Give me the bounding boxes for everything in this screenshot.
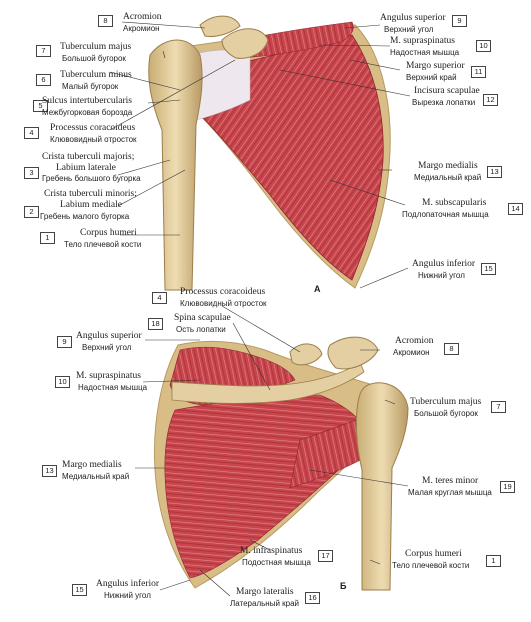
label-russian: Верхний угол — [82, 343, 132, 352]
label-num: 8 — [444, 343, 459, 355]
label-num: 5 — [33, 100, 48, 112]
label-russian: Верхний край — [406, 73, 457, 82]
label-latin: Tuberculum minus — [60, 70, 132, 80]
label-num: 15 — [72, 584, 87, 596]
label-latin: Sulcus intertubercularis — [42, 96, 132, 106]
label-num: 7 — [491, 401, 506, 413]
label-russian: Нижний угол — [418, 271, 465, 280]
label-russian: Верхний угол — [384, 25, 434, 34]
label-russian: Ость лопатки — [176, 325, 226, 334]
label-num: 14 — [508, 203, 523, 215]
label-num: 12 — [483, 94, 498, 106]
label-num: 13 — [487, 166, 502, 178]
label-latin: Incisura scapulae — [414, 86, 480, 96]
label-latin: Angulus inferior — [412, 259, 476, 269]
label-num: 19 — [500, 481, 515, 493]
label-num: 2 — [24, 206, 39, 218]
label-num: 15 — [481, 263, 496, 275]
label-num: 1 — [486, 555, 501, 567]
label-russian: Тело плечевой кости — [64, 240, 142, 249]
label-russian: Акромион — [123, 24, 160, 33]
label-latin: M. infraspinatus — [240, 546, 303, 556]
label-num: 1 — [40, 232, 55, 244]
label-latin: Processus coracoideus — [50, 123, 136, 133]
label-russian: Клювовидный отросток — [50, 135, 137, 144]
label-russian: Латеральный край — [230, 599, 300, 608]
label-num: 4 — [24, 127, 39, 139]
panel-b-letter: Б — [340, 581, 347, 591]
panel-b-figure — [154, 336, 409, 591]
label-num: 7 — [36, 45, 51, 57]
label-russian: Медиальный край — [62, 472, 130, 481]
label-num: 10 — [476, 40, 491, 52]
label-num: 11 — [471, 66, 486, 78]
label-num: 17 — [318, 550, 333, 562]
label-num: 8 — [98, 15, 113, 27]
label-latin: Tuberculum majus — [60, 42, 132, 52]
label-num: 6 — [36, 74, 51, 86]
label-latin: Margo superior — [406, 61, 465, 71]
label-latin: M. subscapularis — [422, 198, 487, 208]
tendon-a — [189, 49, 251, 121]
label-latin: Labium mediale — [60, 200, 122, 210]
label-latin: Margo medialis — [418, 161, 478, 171]
label-latin: Spina scapulae — [174, 313, 231, 323]
label-russian: Надостная мышца — [390, 48, 460, 57]
label-num: 18 — [148, 318, 163, 330]
label-russian: Акромион — [393, 348, 430, 357]
label-latin: Corpus humeri — [80, 228, 137, 238]
label-russian: Гребень большого бугорка — [42, 174, 141, 183]
panel-a-figure — [148, 15, 391, 291]
label-latin: Corpus humeri — [405, 549, 462, 559]
label-latin: Crista tuberculi minoris; — [44, 189, 137, 199]
label-russian: Подостная мышца — [242, 558, 311, 567]
label-russian: Межбугорковая борозда — [42, 108, 133, 117]
label-latin: M. supraspinatus — [390, 36, 455, 46]
label-latin: M. teres minor — [422, 476, 479, 486]
label-latin: Crista tuberculi majoris; — [42, 152, 135, 162]
label-latin: Acromion — [395, 336, 434, 346]
coracoid-b — [289, 343, 323, 366]
supraspinatus-muscle-a — [239, 21, 354, 59]
label-latin: Acromion — [123, 12, 162, 22]
label-latin: M. supraspinatus — [76, 371, 141, 381]
label-latin: Labium laterale — [56, 163, 116, 173]
label-latin: Processus coracoideus — [180, 287, 266, 297]
label-russian: Медиальный край — [414, 173, 482, 182]
label-num: 9 — [452, 15, 467, 27]
label-russian: Нижний угол — [104, 591, 151, 600]
label-num: 16 — [305, 592, 320, 604]
label-russian: Клювовидный отросток — [180, 299, 267, 308]
spina-scapulae — [171, 361, 365, 404]
panel-a-letter: А — [314, 284, 321, 294]
leader-lines — [109, 21, 411, 597]
acromion-a — [199, 15, 241, 37]
label-russian: Гребень малого бугорка — [40, 212, 130, 221]
label-russian: Подлопаточная мышца — [402, 210, 489, 219]
label-num: 3 — [24, 167, 39, 179]
label-latin: Tuberculum majus — [410, 397, 482, 407]
label-russian: Малый бугорок — [62, 82, 119, 91]
label-num: 4 — [152, 292, 167, 304]
label-latin: Angulus superior — [380, 13, 446, 23]
acromion-b — [327, 336, 379, 370]
label-russian: Большой бугорок — [62, 54, 126, 63]
label-latin: Margo lateralis — [236, 587, 294, 597]
label-russian: Надостная мышца — [78, 383, 148, 392]
label-num: 13 — [42, 465, 57, 477]
label-latin: Angulus superior — [76, 331, 142, 341]
label-russian: Большой бугорок — [414, 409, 478, 418]
humerus-a — [148, 39, 203, 291]
coracoid-a — [221, 28, 269, 59]
label-russian: Малая круглая мышца — [408, 488, 492, 497]
label-russian: Тело плечевой кости — [392, 561, 470, 570]
label-num: 9 — [57, 336, 72, 348]
label-latin: Margo medialis — [62, 460, 122, 470]
label-russian: Вырезка лопатки — [412, 98, 476, 107]
humerus-b — [355, 382, 409, 591]
label-latin: Angulus inferior — [96, 579, 160, 589]
label-num: 10 — [55, 376, 70, 388]
